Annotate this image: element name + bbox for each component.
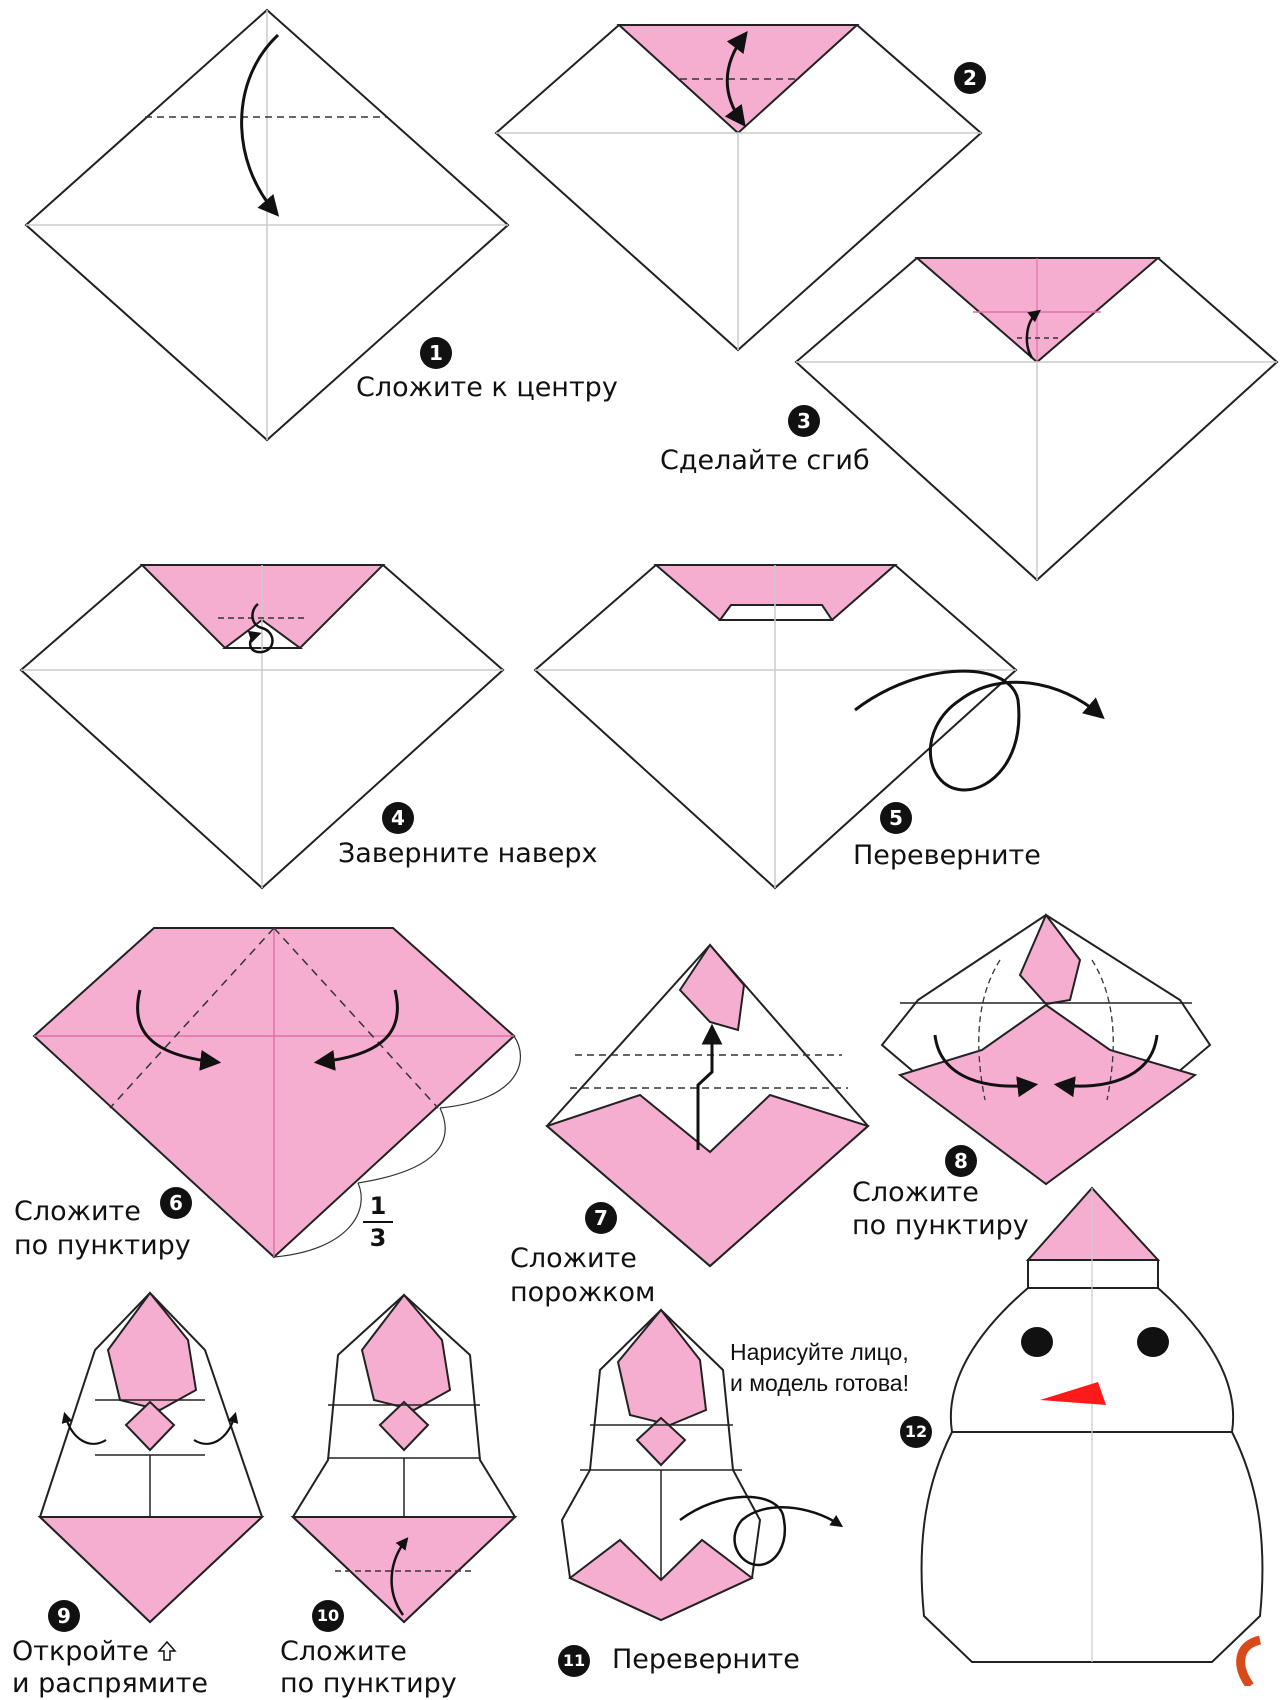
step-8-caption-line1: Сложите bbox=[852, 1177, 979, 1209]
step-10-figure bbox=[293, 1295, 515, 1622]
step-number-badge: 6 bbox=[160, 1187, 192, 1219]
fraction-denominator: 3 bbox=[370, 1224, 387, 1252]
step-9-caption-text: Откройте bbox=[12, 1636, 149, 1667]
step-number-badge: 9 bbox=[48, 1600, 80, 1632]
step-9-figure bbox=[40, 1293, 262, 1622]
fraction-bar bbox=[363, 1221, 393, 1223]
step-number-badge: 1 bbox=[420, 337, 452, 369]
step-number-badge: 8 bbox=[945, 1145, 977, 1177]
up-outline-arrow-icon bbox=[157, 1640, 177, 1662]
step-number-badge: 4 bbox=[382, 802, 414, 834]
step-9-caption-line2: и распрямите bbox=[12, 1668, 208, 1700]
left-eye bbox=[1021, 1327, 1053, 1357]
step-4-caption: Заверните наверх bbox=[338, 838, 597, 870]
step-5-caption: Переверните bbox=[853, 840, 1041, 872]
step-number-badge: 10 bbox=[312, 1600, 344, 1632]
step-number-badge: 5 bbox=[880, 802, 912, 834]
step-3-caption: Сделайте сгиб bbox=[660, 445, 870, 477]
step-number-badge: 7 bbox=[585, 1202, 617, 1234]
step-8-figure bbox=[882, 915, 1210, 1184]
step-1-caption: Сложите к центру bbox=[356, 372, 618, 404]
step-number-badge: 2 bbox=[954, 62, 986, 94]
logo-fragment bbox=[1241, 1640, 1260, 1686]
step-8-caption-line2: по пунктиру bbox=[852, 1210, 1029, 1242]
step-7-caption-line1: Сложите bbox=[510, 1243, 637, 1275]
step-9-caption-line1: Откройте bbox=[12, 1636, 177, 1668]
fraction-numerator: 1 bbox=[370, 1192, 387, 1220]
step-number-badge: 3 bbox=[788, 405, 820, 437]
step-6-caption-line1: Сложите bbox=[14, 1196, 141, 1228]
step-number-badge: 12 bbox=[900, 1416, 932, 1448]
step-10-caption-line1: Сложите bbox=[280, 1636, 407, 1668]
step-12-caption-line2: и модель готова! bbox=[730, 1368, 909, 1398]
step-7-caption-line2: порожком bbox=[510, 1277, 655, 1309]
step-11-caption: Переверните bbox=[612, 1644, 800, 1676]
step-6-caption-line2: по пунктиру bbox=[14, 1230, 191, 1262]
step-3-figure bbox=[796, 258, 1277, 580]
step-number-badge: 11 bbox=[558, 1645, 590, 1677]
step-10-caption-line2: по пунктиру bbox=[280, 1668, 457, 1700]
right-eye bbox=[1137, 1327, 1169, 1357]
step-12-snowman bbox=[922, 1188, 1263, 1662]
one-third-fraction: 1 3 bbox=[363, 1192, 393, 1252]
step-12-caption-line1: Нарисуйте лицо, bbox=[730, 1337, 909, 1367]
